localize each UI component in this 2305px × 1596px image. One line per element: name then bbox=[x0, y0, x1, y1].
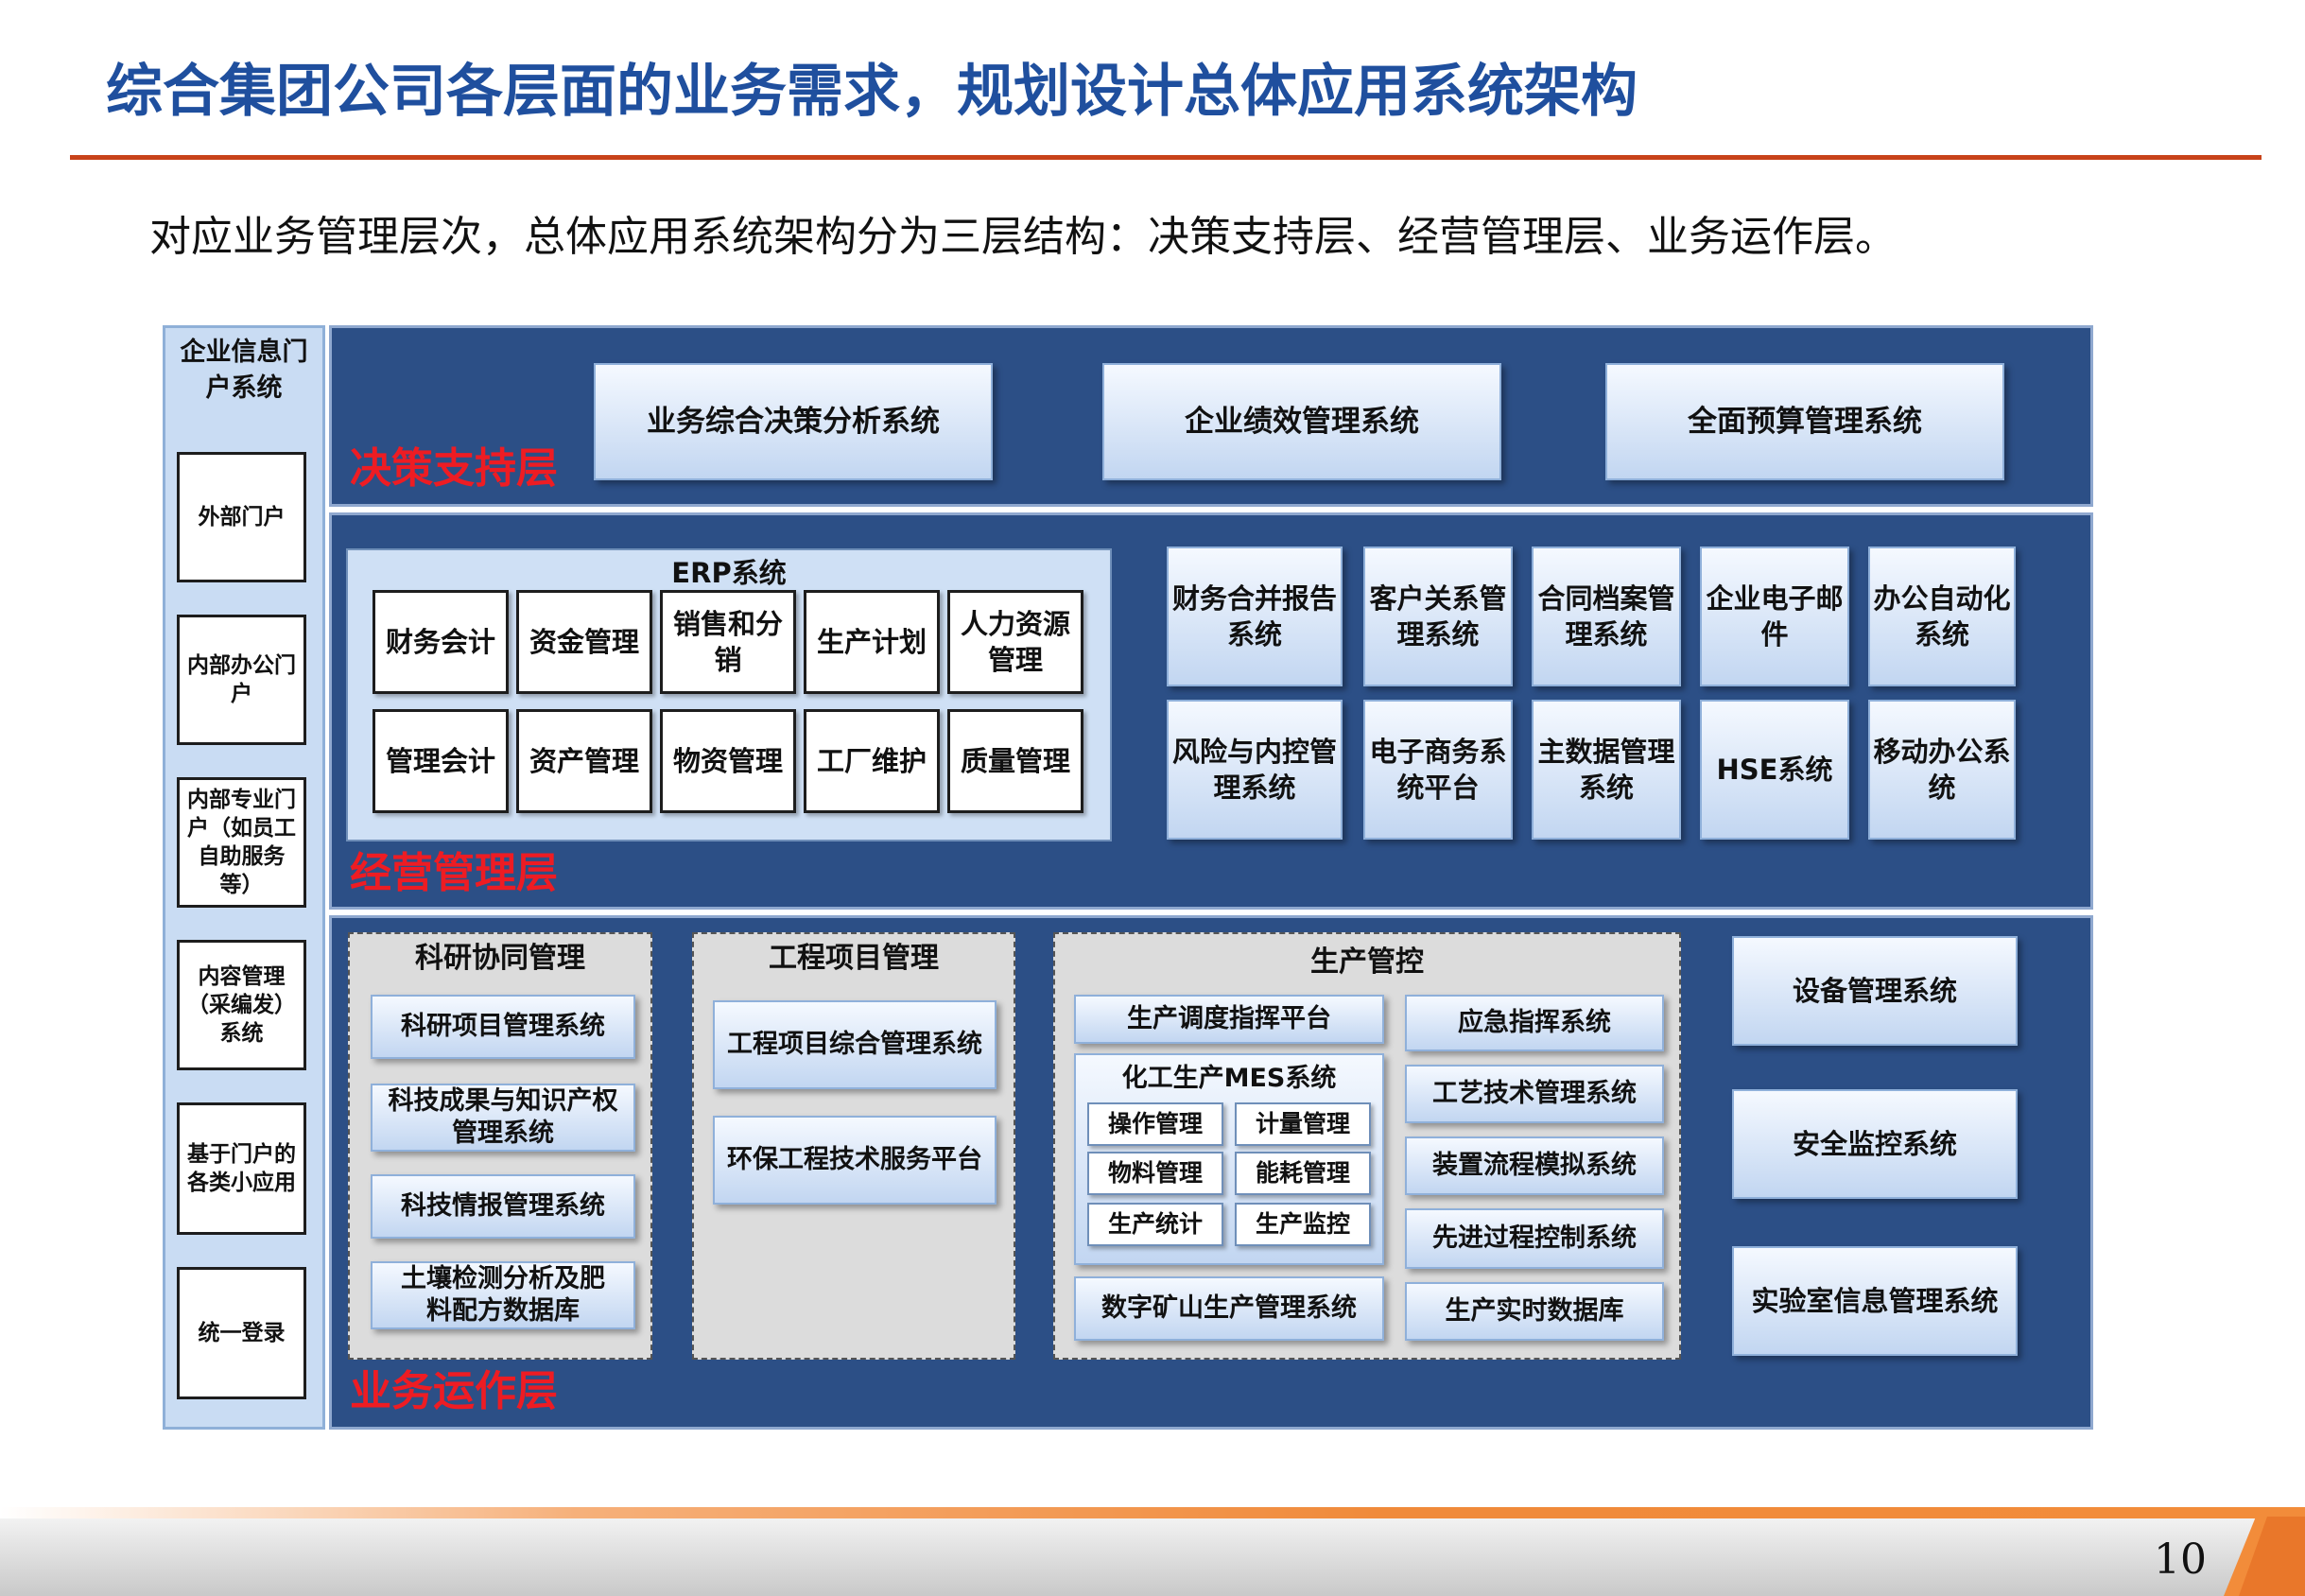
erp-title: ERP系统 bbox=[671, 557, 787, 589]
operation-system: 安全监控系统 bbox=[1732, 1089, 2018, 1199]
portal-item: 内部专业门户（如员工自助服务等） bbox=[177, 777, 306, 908]
erp-module: 管理会计 bbox=[373, 709, 509, 813]
management-system: 企业电子邮件 bbox=[1700, 546, 1849, 686]
management-system: HSE系统 bbox=[1700, 700, 1849, 840]
operation-layer-label: 业务运作层 bbox=[350, 1367, 558, 1415]
management-system: 电子商务系统平台 bbox=[1363, 700, 1513, 840]
erp-module: 生产计划 bbox=[804, 590, 940, 694]
erp-module: 工厂维护 bbox=[804, 709, 940, 813]
production-mine: 数字矿山生产管理系统 bbox=[1074, 1276, 1384, 1341]
research-system: 科研项目管理系统 bbox=[371, 995, 635, 1059]
mes-module: 生产统计 bbox=[1087, 1203, 1223, 1246]
erp-module: 质量管理 bbox=[947, 709, 1083, 813]
portal-item: 外部门户 bbox=[177, 452, 306, 582]
engineering-system: 工程项目综合管理系统 bbox=[713, 1000, 997, 1089]
mes-module: 计量管理 bbox=[1235, 1102, 1371, 1146]
decision-system: 业务综合决策分析系统 bbox=[594, 363, 993, 480]
research-system: 科技情报管理系统 bbox=[371, 1174, 635, 1239]
production-system: 应急指挥系统 bbox=[1405, 995, 1664, 1051]
page-number: 10 bbox=[2154, 1535, 2207, 1584]
footer-bar bbox=[0, 1515, 2305, 1596]
erp-module: 资金管理 bbox=[516, 590, 652, 694]
management-system: 风险与内控管理系统 bbox=[1167, 700, 1343, 840]
mes-module: 物料管理 bbox=[1087, 1152, 1223, 1195]
portal-item: 内部办公门户 bbox=[177, 615, 306, 745]
footer-corner-accent bbox=[2224, 1517, 2305, 1596]
erp-module: 人力资源管理 bbox=[947, 590, 1083, 694]
management-system: 移动办公系统 bbox=[1868, 700, 2016, 840]
mes-module: 操作管理 bbox=[1087, 1102, 1223, 1146]
production-system: 工艺技术管理系统 bbox=[1405, 1065, 1664, 1123]
page-title: 综合集团公司各层面的业务需求，规划设计总体应用系统架构 bbox=[106, 59, 1638, 125]
management-system: 财务合并报告系统 bbox=[1167, 546, 1343, 686]
research-system: 科技成果与知识产权管理系统 bbox=[371, 1084, 635, 1152]
portal-title: 企业信息门户系统 bbox=[180, 338, 308, 403]
mes-module: 能耗管理 bbox=[1235, 1152, 1371, 1195]
operation-system: 实验室信息管理系统 bbox=[1732, 1246, 2018, 1356]
decision-layer-label: 决策支持层 bbox=[350, 444, 558, 493]
portal-item: 内容管理（采编发）系统 bbox=[177, 940, 306, 1070]
production-system: 生产实时数据库 bbox=[1405, 1282, 1664, 1341]
management-system: 客户关系管理系统 bbox=[1363, 546, 1513, 686]
production-system: 装置流程模拟系统 bbox=[1405, 1136, 1664, 1195]
management-system: 合同档案管理系统 bbox=[1532, 546, 1681, 686]
management-system: 主数据管理系统 bbox=[1532, 700, 1681, 840]
portal-item: 统一登录 bbox=[177, 1267, 306, 1399]
erp-module: 销售和分销 bbox=[660, 590, 796, 694]
erp-module: 资产管理 bbox=[516, 709, 652, 813]
mes-title: 化工生产MES系统 bbox=[1121, 1064, 1337, 1093]
title-divider bbox=[70, 155, 2262, 160]
mes-module: 生产监控 bbox=[1235, 1203, 1371, 1246]
operation-system: 设备管理系统 bbox=[1732, 936, 2018, 1046]
management-layer-label: 经营管理层 bbox=[350, 849, 558, 897]
portal-item: 基于门户的各类小应用 bbox=[177, 1102, 306, 1235]
decision-system: 企业绩效管理系统 bbox=[1102, 363, 1501, 480]
engineering-title: 工程项目管理 bbox=[769, 942, 939, 975]
production-system: 先进过程控制系统 bbox=[1405, 1208, 1664, 1269]
production-dispatch: 生产调度指挥平台 bbox=[1074, 995, 1384, 1044]
research-title: 科研协同管理 bbox=[415, 942, 585, 975]
research-system: 土壤检测分析及肥料配方数据库 bbox=[371, 1261, 635, 1329]
engineering-system: 环保工程技术服务平台 bbox=[713, 1116, 997, 1205]
management-system: 办公自动化系统 bbox=[1868, 546, 2016, 686]
page-subtitle: 对应业务管理层次，总体应用系统架构分为三层结构：决策支持层、经营管理层、业务运作… bbox=[149, 213, 1897, 261]
decision-system: 全面预算管理系统 bbox=[1605, 363, 2004, 480]
footer-accent-line bbox=[0, 1507, 2305, 1518]
erp-module: 财务会计 bbox=[373, 590, 509, 694]
production-title: 生产管控 bbox=[1310, 945, 1424, 979]
erp-module: 物资管理 bbox=[660, 709, 796, 813]
